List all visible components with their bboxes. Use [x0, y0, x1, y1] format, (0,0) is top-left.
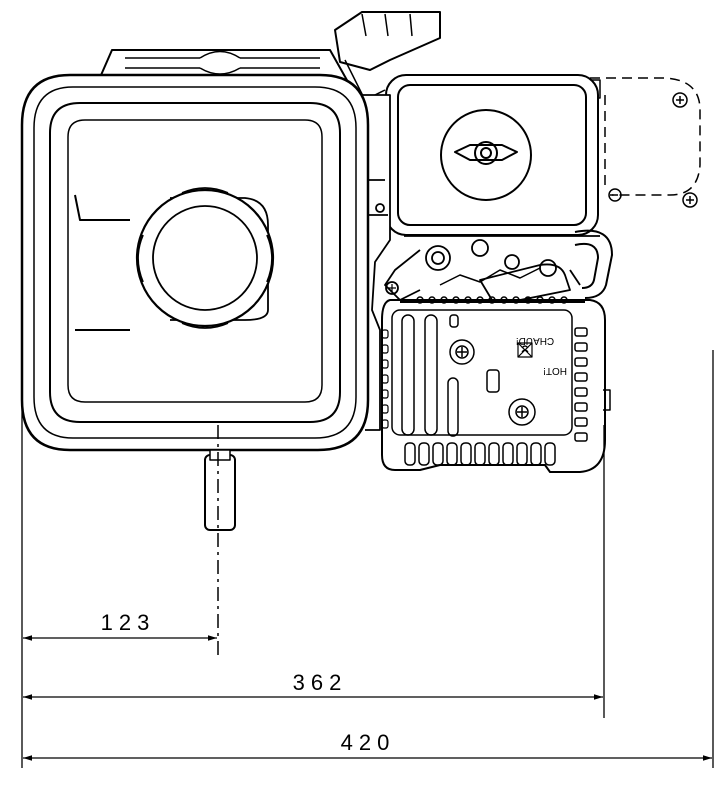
air-filter-housing	[385, 74, 599, 236]
hot-warning-icon	[517, 342, 533, 358]
warning-label: HOT! CHAUD!	[516, 335, 567, 376]
dimension-lines	[21, 350, 714, 768]
fuel-tank	[20, 73, 370, 531]
dimension-label-123: 123	[101, 610, 156, 635]
muffler-dashed-outline	[590, 77, 701, 196]
dimension-label-362: 362	[293, 670, 348, 695]
muffler-screw-top	[672, 92, 688, 108]
muffler-guard	[381, 296, 611, 473]
air-filter-knob	[440, 109, 532, 201]
guard-screw-1	[449, 339, 475, 365]
muffler-screw-bottom	[682, 192, 698, 208]
chaud-label: CHAUD!	[516, 335, 554, 346]
fuel-cap	[135, 187, 275, 329]
drain-stub	[204, 454, 236, 531]
guard-screw-2	[508, 398, 536, 426]
muffler-screw-mid	[608, 188, 622, 202]
hot-label: HOT!	[543, 365, 567, 376]
dimension-label-420: 420	[341, 730, 396, 755]
block-screw	[385, 281, 399, 295]
engine-outline	[20, 11, 701, 531]
